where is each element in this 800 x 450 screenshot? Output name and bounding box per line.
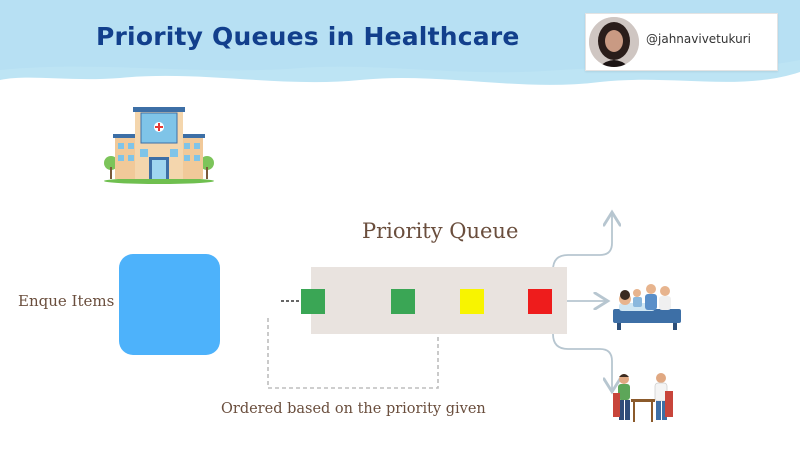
page-title: Priority Queues in Healthcare xyxy=(96,22,520,51)
queue-item-high xyxy=(528,289,552,314)
enqueue-items-box xyxy=(119,254,220,355)
enqueue-items-label: Enque Items xyxy=(18,292,115,310)
doctor-consultation-icon xyxy=(613,373,673,422)
author-handle: @jahnavivetukuri xyxy=(646,32,751,46)
author-badge: @jahnavivetukuri xyxy=(585,13,778,71)
queue-item-medium xyxy=(460,289,484,314)
exit-branch-down xyxy=(552,301,612,390)
ordering-note: Ordered based on the priority given xyxy=(221,401,486,417)
hospital-building-icon xyxy=(104,107,214,184)
exit-branch-up xyxy=(552,214,612,301)
queue-item-low-1 xyxy=(301,289,325,314)
queue-item-low-2 xyxy=(391,289,415,314)
patient-treatment-icon xyxy=(613,284,681,330)
avatar xyxy=(589,17,639,67)
priority-queue-band xyxy=(311,267,567,334)
priority-dashed-path xyxy=(267,306,438,389)
priority-queue-label: Priority Queue xyxy=(362,219,519,243)
